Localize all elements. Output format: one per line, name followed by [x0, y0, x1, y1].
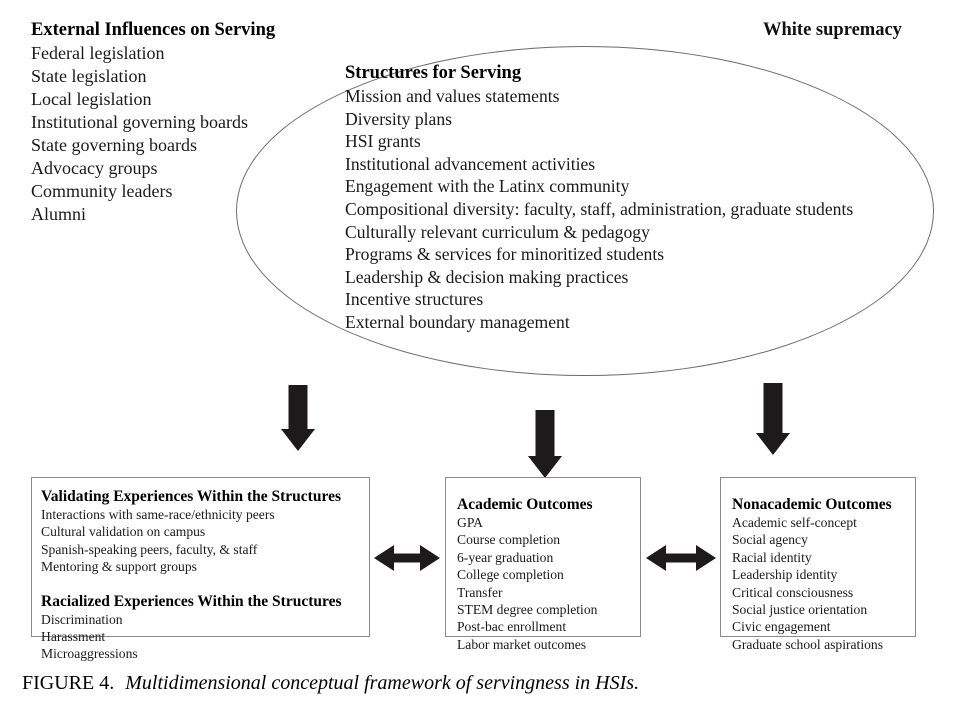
external-influences-item: Institutional governing boards — [31, 112, 248, 132]
figure-caption-text: Multidimensional conceptual framework of… — [125, 672, 640, 694]
nonacademic-outcomes-item: Critical consciousness — [732, 584, 854, 600]
academic-outcomes-item: STEM degree completion — [457, 602, 598, 618]
external-influences-item: Local legislation — [31, 89, 152, 109]
external-influences-item: State governing boards — [31, 135, 197, 155]
structures-item: Mission and values statements — [345, 86, 560, 106]
academic-outcomes-heading: Academic Outcomes — [457, 496, 593, 513]
external-influences-item: Community leaders — [31, 181, 173, 201]
academic-outcomes-item: Labor market outcomes — [457, 636, 587, 652]
down-arrow-icon-middle — [528, 410, 562, 478]
validating-experiences-heading: Validating Experiences Within the Struct… — [41, 488, 341, 505]
academic-outcomes-item: GPA — [457, 515, 483, 530]
down-arrow-icon-right — [756, 383, 790, 455]
structures-item: HSI grants — [345, 131, 421, 152]
validating-racialized-experiences-box: Validating Experiences Within the Struct… — [31, 477, 370, 661]
nonacademic-outcomes-item: Civic engagement — [732, 619, 831, 635]
nonacademic-outcomes-item: Social justice orientation — [732, 602, 868, 618]
structures-heading: Structures for Serving — [345, 63, 522, 83]
racialized-experiences-item: Microaggressions — [41, 646, 138, 662]
external-influences-item: Advocacy groups — [31, 158, 158, 178]
academic-outcomes-box: Academic Outcomes GPA Course completion … — [445, 477, 641, 652]
racialized-experiences-item: Harassment — [41, 629, 106, 645]
bidirectional-arrow-icon-left — [374, 545, 440, 571]
academic-outcomes-item: Course completion — [457, 532, 561, 548]
structures-item: Engagement with the Latinx community — [345, 176, 630, 197]
structures-item: Programs & services for minoritized stud… — [345, 244, 665, 265]
external-influences-heading: External Influences on Serving — [31, 20, 276, 40]
academic-outcomes-item: Transfer — [457, 584, 503, 600]
academic-outcomes-item: 6-year graduation — [457, 549, 554, 565]
validating-experiences-item: Interactions with same-race/ethnicity pe… — [41, 507, 275, 522]
external-influences-item: Alumni — [31, 204, 87, 224]
structures-item: Institutional advancement activities — [345, 153, 596, 174]
structures-item: Leadership & decision making practices — [345, 266, 629, 287]
structures-item: External boundary management — [345, 311, 570, 332]
validating-experiences-item: Spanish-speaking peers, faculty, & staff — [41, 541, 258, 557]
racialized-experiences-heading: Racialized Experiences Within the Struct… — [41, 592, 342, 610]
figure-caption-label: FIGURE 4. — [22, 672, 115, 694]
validating-experiences-item: Mentoring & support groups — [41, 559, 197, 575]
nonacademic-outcomes-item: Racial identity — [732, 549, 812, 565]
nonacademic-outcomes-box: Nonacademic Outcomes Academic self-conce… — [720, 477, 916, 652]
section-spacer — [41, 576, 369, 592]
structures-for-serving-group: Structures for Serving Mission and value… — [345, 62, 853, 334]
down-arrow-icon-left — [281, 385, 315, 451]
structures-item: Compositional diversity: faculty, staff,… — [345, 198, 854, 219]
figure-caption: FIGURE 4. Multidimensional conceptual fr… — [22, 670, 639, 696]
white-supremacy-label: White supremacy — [763, 20, 902, 40]
structures-item: Incentive structures — [345, 289, 484, 310]
bidirectional-arrow-icon-right — [646, 545, 716, 571]
nonacademic-outcomes-item: Academic self-concept — [732, 515, 857, 530]
nonacademic-outcomes-item: Leadership identity — [732, 567, 838, 583]
validating-experiences-item: Cultural validation on campus — [41, 524, 206, 540]
structures-ellipse-outline — [236, 46, 934, 376]
external-influences-group: External Influences on Serving Federal l… — [31, 19, 275, 226]
external-influences-item: Federal legislation — [31, 43, 165, 63]
academic-outcomes-item: College completion — [457, 567, 564, 583]
racialized-experiences-item: Discrimination — [41, 611, 123, 627]
nonacademic-outcomes-item: Social agency — [732, 532, 808, 548]
academic-outcomes-item: Post-bac enrollment — [457, 619, 567, 635]
structures-item: Diversity plans — [345, 108, 453, 129]
external-influences-item: State legislation — [31, 66, 147, 86]
structures-item: Culturally relevant curriculum & pedagog… — [345, 221, 650, 242]
nonacademic-outcomes-item: Graduate school aspirations — [732, 636, 883, 652]
nonacademic-outcomes-heading: Nonacademic Outcomes — [732, 496, 892, 513]
